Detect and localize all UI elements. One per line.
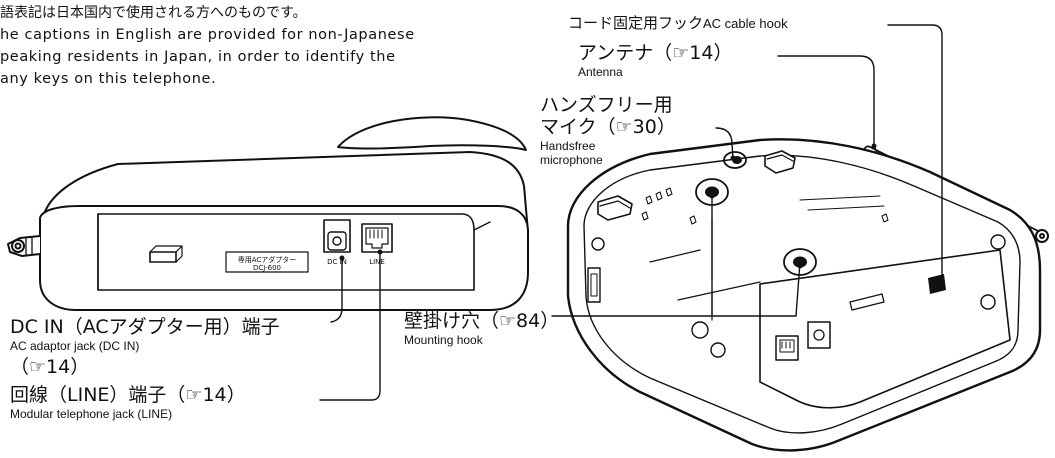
mount-leader <box>551 191 801 317</box>
mic-callout-en-line1: Handsfree <box>540 139 596 153</box>
dc-in-leader <box>330 257 343 323</box>
adaptor-sticker-line1: 専用ACアダプター <box>238 255 297 264</box>
dc-in-callout-jp: DC IN（ACアダプター用）端子 <box>10 316 280 338</box>
cord-hook-callout: コード固定用フックAC cable hook <box>568 16 788 31</box>
line-jack-leader <box>319 251 381 401</box>
dc-in-callout-ref: （☞14） <box>10 356 90 378</box>
antenna-callout-en: Antenna <box>578 65 623 79</box>
mic-callout-jp-line2: マイク（☞30） <box>540 116 676 138</box>
mic-callout-jp-line1: ハンズフリー用 <box>540 94 673 116</box>
antenna-leader <box>777 55 875 147</box>
line-callout-en: Modular telephone jack (LINE) <box>10 407 173 421</box>
mic-callout-en-line2: microphone <box>540 153 603 167</box>
adaptor-sticker-line2: DCJ-600 <box>253 264 281 272</box>
mount-callout-en: Mounting hook <box>404 333 483 347</box>
dc-in-jack-label: DC IN <box>327 258 347 266</box>
cord-hook-callout-jp: コード固定用フック <box>568 14 704 32</box>
line-jack-label: LINE <box>369 258 385 266</box>
english-note-line-1: he captions in English are provided for … <box>0 27 415 43</box>
japanese-note: 語表記は日本国内で使用される方へのものです。 <box>0 5 307 21</box>
mount-callout-jp: 壁掛け穴（☞84） <box>404 310 560 332</box>
english-note-line-3: any keys on this telephone. <box>0 71 217 87</box>
cord-hook-callout-en: AC cable hook <box>703 16 788 31</box>
base-unit-rear-view <box>7 116 529 311</box>
english-note-line-2: peaking residents in Japan, in order to … <box>0 49 396 65</box>
line-callout-jp: 回線（LINE）端子（☞14） <box>10 384 246 406</box>
antenna-callout-jp: アンテナ（☞14） <box>578 42 733 64</box>
dc-in-callout-en: AC adaptor jack (DC IN) <box>10 339 140 353</box>
mic-leader <box>715 127 734 159</box>
cord-hook-leader <box>887 24 943 283</box>
base-unit-bottom-view <box>566 138 1049 452</box>
